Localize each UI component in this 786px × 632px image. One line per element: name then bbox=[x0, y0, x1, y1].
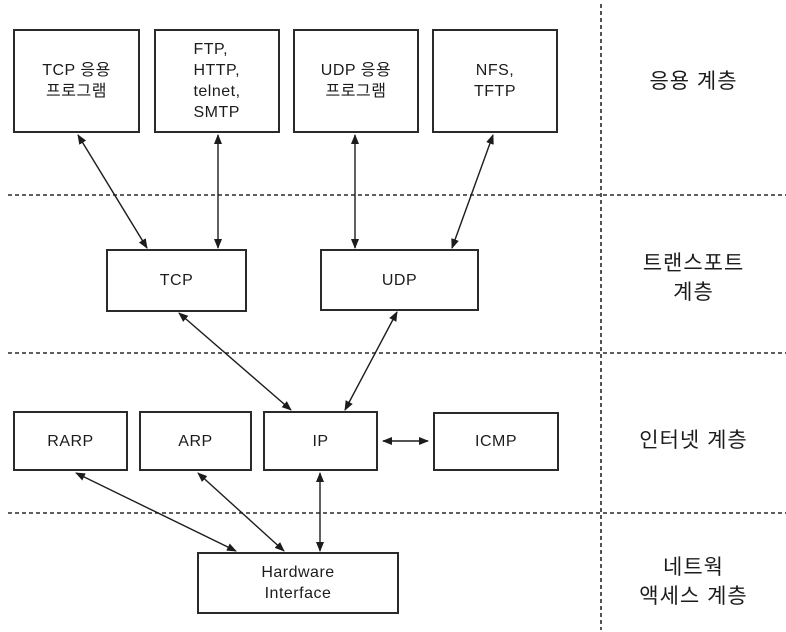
box-arp: ARP bbox=[139, 411, 252, 471]
layer-label-internet: 인터넷 계층 bbox=[639, 429, 748, 452]
arrow-rarp-hardware bbox=[75, 472, 237, 552]
arrow-tcpapp-tcp bbox=[77, 134, 148, 249]
box-rarp: RARP bbox=[13, 411, 128, 471]
box-icmp: ICMP bbox=[433, 412, 559, 471]
arrow-udp-ip bbox=[344, 311, 398, 411]
box-ftp-http-telnet-smtp: FTP, HTTP, telnet, SMTP bbox=[154, 29, 280, 133]
box-nfs-tftp-label: NFS, TFTP bbox=[474, 62, 516, 100]
box-hardware-interface: Hardware Interface bbox=[197, 552, 399, 614]
box-hardware-interface-label: Hardware Interface bbox=[261, 564, 335, 602]
box-nfs-tftp: NFS, TFTP bbox=[432, 29, 558, 133]
arrow-arp-hardware bbox=[197, 472, 285, 552]
box-icmp-label: ICMP bbox=[475, 433, 517, 450]
arrow-tcp-ip bbox=[178, 312, 292, 411]
arrow-nfs-udp bbox=[451, 134, 494, 249]
box-tcp-application-label: TCP 응용 프로그램 bbox=[42, 62, 111, 100]
box-tcp-label: TCP bbox=[159, 272, 194, 289]
box-rarp-label: RARP bbox=[47, 432, 94, 450]
layer-label-network-access: 네트웍 액세스 계층 bbox=[639, 556, 748, 608]
box-tcp-application: TCP 응용 프로그램 bbox=[13, 29, 140, 133]
box-ip: IP bbox=[263, 411, 378, 471]
box-ftp-http-telnet-smtp-label: FTP, HTTP, telnet, SMTP bbox=[193, 41, 241, 121]
box-tcp: TCP bbox=[106, 249, 247, 312]
box-udp: UDP bbox=[320, 249, 479, 311]
box-ip-label: IP bbox=[312, 432, 329, 450]
box-arp-label: ARP bbox=[178, 432, 213, 450]
box-udp-label: UDP bbox=[381, 271, 418, 289]
box-udp-application-label: UDP 응용 프로그램 bbox=[320, 62, 392, 100]
box-udp-application: UDP 응용 프로그램 bbox=[293, 29, 419, 133]
layer-label-application: 응용 계층 bbox=[649, 70, 738, 93]
layer-label-transport: 트랜스포트 계층 bbox=[642, 252, 745, 304]
